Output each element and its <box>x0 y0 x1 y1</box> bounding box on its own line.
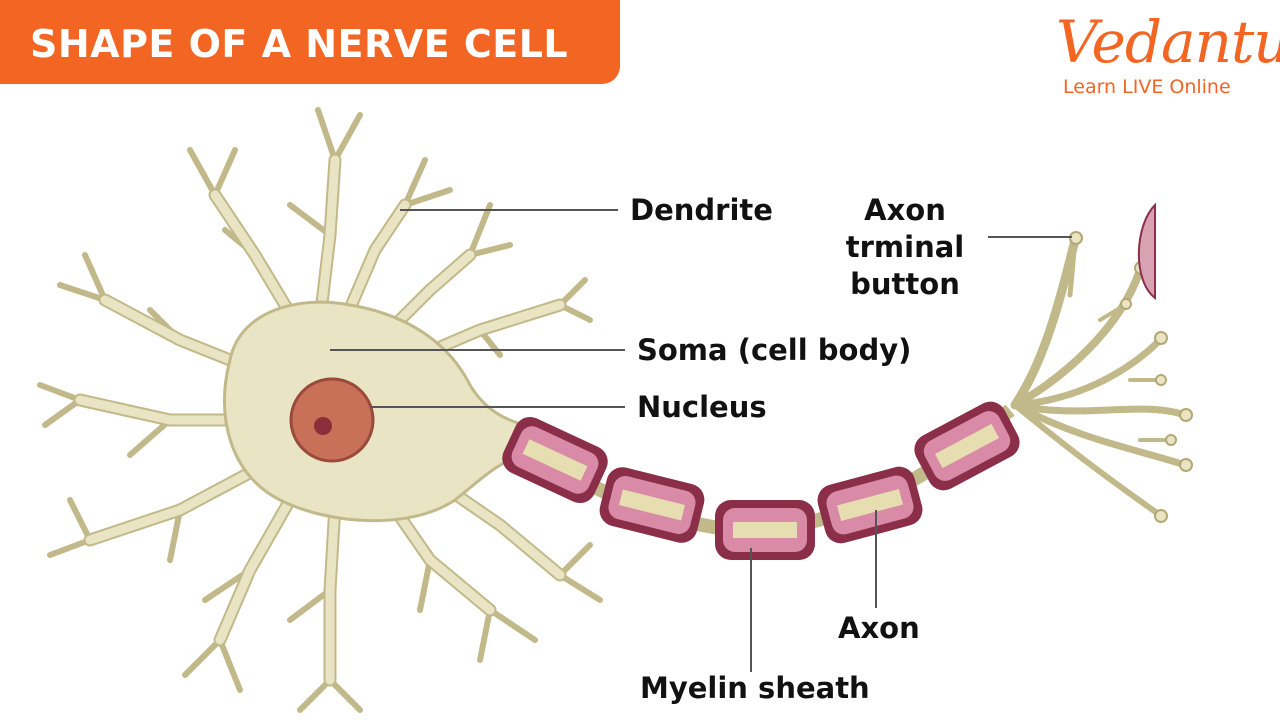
myelin-sheath-label: Myelin sheath <box>640 671 870 705</box>
nucleus-label: Nucleus <box>637 390 767 424</box>
axon-label: Axon <box>838 611 920 645</box>
axon-terminal-button-label: Axon trminal button <box>840 192 970 303</box>
nucleolus-shape <box>314 417 332 435</box>
myelin-sheath-segments <box>502 401 1020 560</box>
soma-label: Soma (cell body) <box>637 333 912 367</box>
axon-terminal-label-line2: trminal <box>845 230 965 264</box>
brand-name: Vedantu <box>1056 8 1280 76</box>
terminal-buttons <box>1069 231 1193 523</box>
axon-terminal-label-line3: button <box>850 267 960 301</box>
brand-tagline: Learn LIVE Online <box>1063 76 1231 98</box>
nucleus-shape <box>289 377 375 463</box>
page-title: SHAPE OF A NERVE CELL <box>30 22 569 66</box>
axon-terminal-label-line1: Axon <box>864 193 946 227</box>
leader-lines <box>330 209 1072 672</box>
axon-terminals <box>1010 235 1189 518</box>
target-cell <box>1137 202 1156 301</box>
title-banner: SHAPE OF A NERVE CELL <box>0 0 620 84</box>
brand-logo: Vedantu Learn LIVE Online <box>1030 8 1280 108</box>
dendrite-label: Dendrite <box>630 193 773 227</box>
